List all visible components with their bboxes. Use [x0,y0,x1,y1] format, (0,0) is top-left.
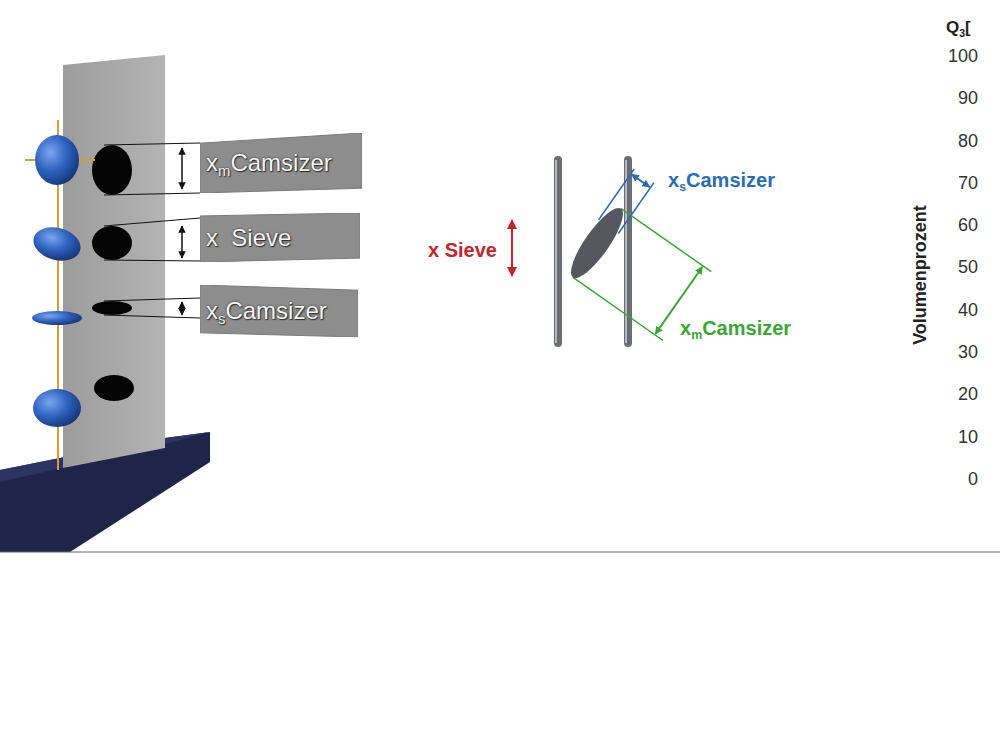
dimension-label: x [668,169,679,191]
extension-line [618,183,654,234]
panel-text-line: xsCamsizer [206,297,327,325]
axis-tick: 90 [958,88,978,108]
panel-label: x Sieve [206,224,291,251]
panel-text: x Sieve [200,213,360,262]
dimension-label-group: xmCamsizer [680,317,791,339]
leader-line [104,218,200,226]
axis-tick: 50 [958,257,978,277]
leader-line [104,193,200,195]
dimension-label: Camsizer [686,169,775,191]
particle [563,202,631,285]
axis-tick: 10 [958,427,978,447]
dimension-arrow [511,220,513,276]
dimension-arrow [655,267,702,334]
axis-title: Volumenprozent [910,205,930,345]
panel-text: xmCamsizer [200,133,362,193]
sieve-wire [554,160,562,343]
axis-tick-group: 70 [958,174,978,194]
axis-tick: 70 [958,173,978,193]
particle [30,222,85,265]
axis-tick-group: 100 [948,47,978,67]
axis-tick-group: 30 [958,343,978,363]
label-panel: x Sieve [200,213,360,262]
particle [32,311,82,325]
leader-line [104,260,200,261]
axis-tick-group: 90 [958,89,978,109]
sieve-wire [484,279,664,287]
dimension-arrow [632,174,650,187]
axis-tick: 80 [958,131,978,151]
leader-line [104,315,200,318]
axis-tick-group: 50 [958,258,978,278]
plate-hole [92,301,132,315]
plate-hole [92,226,132,260]
extension-line [621,209,711,272]
axis-tick: 30 [958,342,978,362]
dimension-label-group: xsCamsizer [668,169,775,191]
axis-tick-group: 0 [968,470,978,490]
panel-label: x [206,149,218,176]
axis-tick: 20 [958,384,978,404]
axis-tick: 40 [958,300,978,320]
panel-fill [200,133,362,193]
axis-title: [ [965,18,971,37]
leader-line [104,298,200,301]
label-panel: xmCamsizer [200,133,362,193]
axis-tick-group: 80 [958,132,978,152]
axis-title: Q [946,18,959,37]
panel-text: xsCamsizer [200,285,358,337]
axis-tick: 60 [958,215,978,235]
axis-tick: 100 [948,46,978,66]
sieve-wire [484,209,664,217]
extension-line [573,277,663,340]
dimension-label: x [680,317,691,339]
axis-tick: 0 [968,469,978,489]
label-panel: xsCamsizer [200,285,358,337]
axis-title-group: Volumenprozent [911,205,931,345]
plate-hole [94,375,134,401]
axis-tick-group: 60 [958,216,978,236]
axis-tick-group: 10 [958,428,978,448]
wire-highlight [555,160,557,343]
dimension-label-group: x Sieve [428,239,497,261]
subscript: s [218,311,225,327]
dimension-arrow [181,226,183,258]
dimension-label: x Sieve [428,239,497,261]
subscript: 3 [959,26,965,38]
axis-tick-group: 20 [958,385,978,405]
particle [33,389,81,427]
panel-fill [200,213,360,262]
panel-fill [200,285,358,337]
panel-label: x [206,297,218,324]
panel-text-line: x Sieve [206,224,291,252]
axis-tick-group: 40 [958,301,978,321]
axis-title-group: Q3[ [946,19,971,38]
panel-label: Camsizer [225,297,326,324]
separator-line [0,552,1000,553]
particle [35,135,79,185]
panel-label: Camsizer [230,149,331,176]
subscript: m [218,163,230,179]
subscript: s [679,180,686,194]
subscript: m [691,328,702,342]
panel-text-line: xmCamsizer [206,149,332,177]
dimension-arrow [181,148,183,189]
plate-hole [92,145,132,195]
dimension-label: Camsizer [702,317,791,339]
dimension-arrow [181,302,183,315]
leader-line [104,143,200,145]
